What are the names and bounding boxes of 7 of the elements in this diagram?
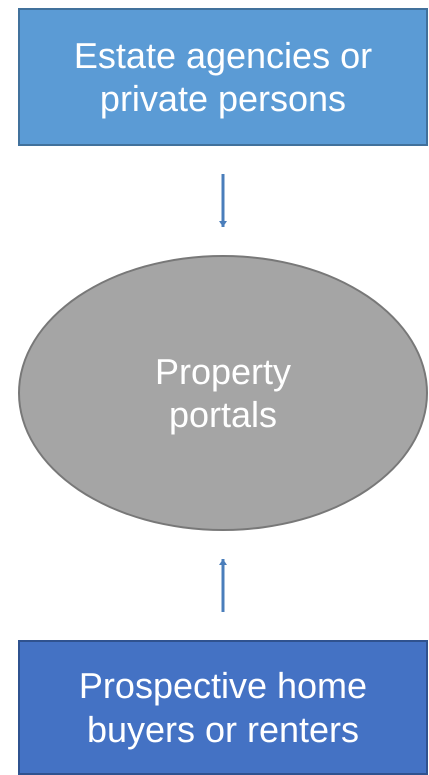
node-label: Property portals xyxy=(154,350,292,436)
node-label: Estate agencies or private persons xyxy=(72,34,374,120)
node-label: Prospective home buyers or renters xyxy=(78,664,368,751)
arrow xyxy=(219,559,227,612)
process-box xyxy=(18,8,428,146)
process-box xyxy=(18,640,428,775)
arrow xyxy=(219,174,227,227)
